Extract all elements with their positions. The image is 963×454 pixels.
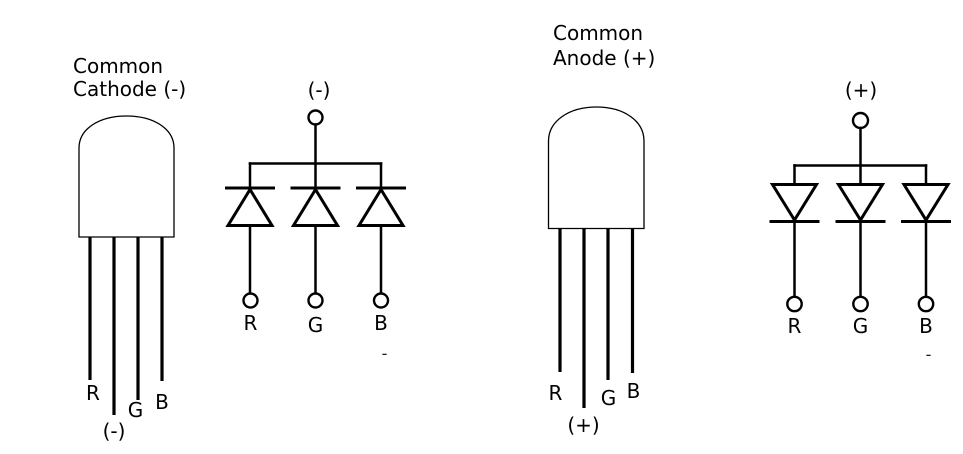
diode-r: R xyxy=(225,186,275,335)
common-anode-section: Common Anode (+) R G B (+) (+) xyxy=(547,21,951,437)
led-pin-label-r: R xyxy=(86,381,100,405)
terminal-circle xyxy=(852,295,869,313)
common-cathode-title-line1: Common xyxy=(73,54,163,78)
terminal-circle xyxy=(242,292,259,309)
diode-triangle xyxy=(225,186,275,227)
diode-triangle xyxy=(901,183,951,223)
terminal-circle xyxy=(786,295,803,313)
common-anode-title-line2: Anode (+) xyxy=(553,46,655,70)
led-pin-label-r: R xyxy=(549,381,563,405)
led-pin-label-common: (-) xyxy=(103,419,126,443)
diode-triangle xyxy=(290,186,341,227)
diode-g: G xyxy=(835,183,886,338)
anode-led-package: R G B (+) xyxy=(547,106,645,437)
common-anode-title: Common Anode (+) xyxy=(553,21,655,70)
common-terminal-circle xyxy=(851,111,870,130)
cathode-schematic: (-) R G xyxy=(225,78,406,363)
stray-tick-mark: - xyxy=(382,344,388,363)
diode-triangle xyxy=(356,186,406,227)
diode-b: B xyxy=(901,183,951,338)
schematic-common-label: (+) xyxy=(845,78,877,102)
terminal-label-b: B xyxy=(919,314,933,338)
led-pin-label-g: G xyxy=(128,398,144,422)
terminal-label-b: B xyxy=(374,311,388,335)
terminal-circle xyxy=(307,292,324,309)
led-body xyxy=(78,115,175,238)
diode-triangle xyxy=(769,183,820,223)
common-cathode-title: Common Cathode (-) xyxy=(73,54,186,101)
common-anode-title-line1: Common xyxy=(553,21,643,45)
diode-r: R xyxy=(769,183,820,338)
terminal-circle xyxy=(372,292,390,309)
stray-tick-mark: - xyxy=(926,345,932,364)
schematic-common-label: (-) xyxy=(308,78,331,102)
terminal-label-r: R xyxy=(788,314,802,338)
diode-triangle xyxy=(835,183,886,223)
diode-b: B xyxy=(356,186,406,335)
led-pin-label-b: B xyxy=(627,379,641,403)
terminal-label-r: R xyxy=(244,311,258,335)
common-cathode-section: Common Cathode (-) R G B (-) (-) xyxy=(73,54,406,443)
led-body xyxy=(547,106,645,230)
led-pin-label-common: (+) xyxy=(567,413,599,437)
common-cathode-title-line2: Cathode (-) xyxy=(73,77,186,101)
cathode-led-package: R G B (-) xyxy=(78,115,175,443)
anode-schematic: (+) R G xyxy=(769,78,951,364)
terminal-label-g: G xyxy=(853,314,869,338)
terminal-circle xyxy=(917,295,935,313)
led-pin-label-g: G xyxy=(601,386,617,410)
terminal-label-g: G xyxy=(308,313,324,337)
common-terminal-circle xyxy=(307,109,324,126)
led-pin-label-b: B xyxy=(155,390,169,414)
diode-g: G xyxy=(290,186,341,337)
